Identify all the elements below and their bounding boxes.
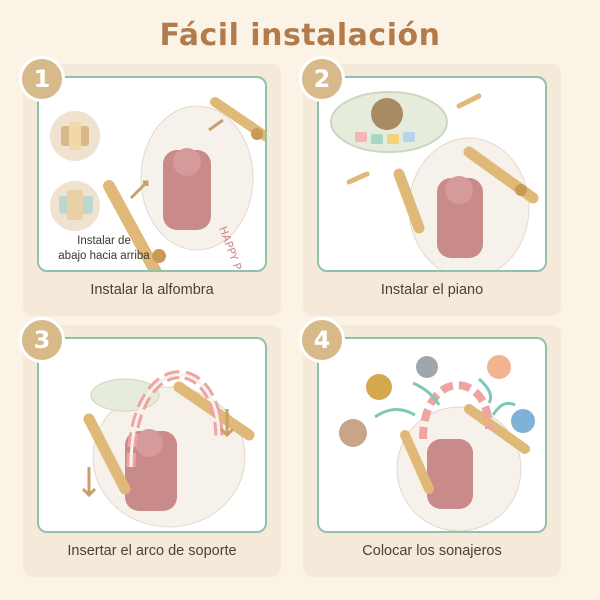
step-illustration-3 [37, 337, 267, 533]
step-illustration-2 [317, 76, 547, 272]
mat-text: HAPPY Paradise [216, 225, 258, 272]
step-number-badge-4: 4 [299, 317, 345, 363]
install-note-line-1: Instalar de [77, 235, 131, 247]
step-caption-4: Colocar los sonajeros [362, 543, 502, 559]
install-note-line-2: abajo hacia arriba [58, 250, 150, 262]
mat-assembly-illustration: HAPPY Paradise [48, 97, 265, 272]
step-card-2: 2 Instalar el piano [299, 56, 561, 316]
step-caption-3: Insertar el arco de soporte [67, 543, 237, 559]
step-illustration-4 [317, 337, 547, 533]
arch-assembly-illustration [81, 370, 255, 528]
step-illustration-1: HAPPY Paradise [37, 76, 267, 272]
step-card-4: 4 Colocar los sonajeros [299, 317, 561, 577]
install-note: Instalar de abajo hacia arriba [49, 234, 159, 264]
step-card-3: 3 Insertar el arco de soporte [19, 317, 281, 577]
piano-assembly-illustration [330, 91, 539, 270]
step-caption-2: Instalar el piano [380, 282, 484, 298]
rattle-assembly-illustration [339, 355, 535, 531]
step-caption-1: Instalar la alfombra [90, 282, 214, 298]
step-card-1: HAPPY Paradise 1 Instalar de abajo hacia… [19, 56, 281, 316]
step-number-badge-2: 2 [299, 56, 345, 102]
step-number-badge-3: 3 [19, 317, 65, 363]
step-number-badge-1: 1 [19, 56, 65, 102]
page-title: Fácil instalación [159, 18, 441, 53]
